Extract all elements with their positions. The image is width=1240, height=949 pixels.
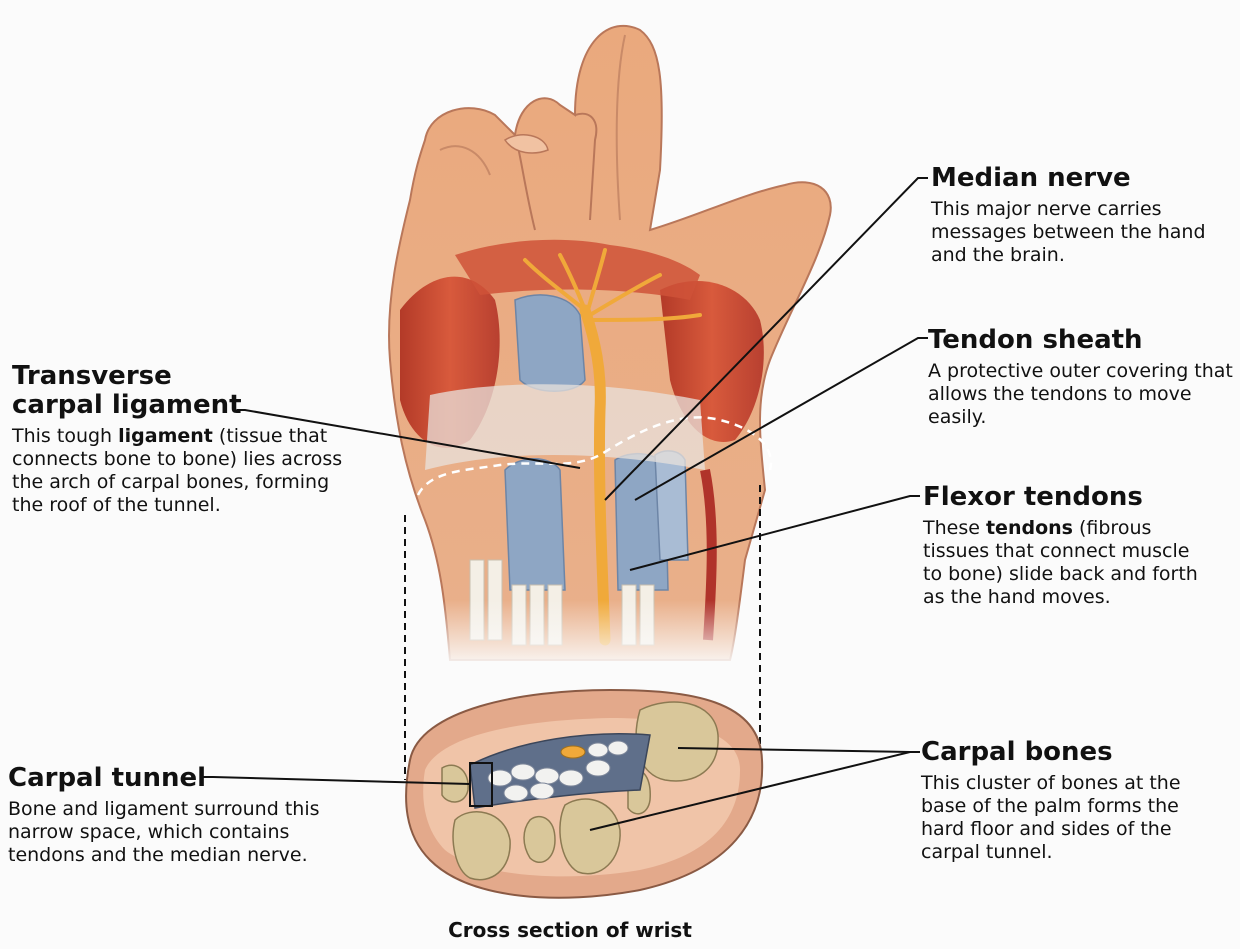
carpal-bones-desc: This cluster of bones at the base of the… [921, 772, 1206, 864]
carpal-bones-title: Carpal bones [921, 738, 1221, 767]
label-median-nerve: Median nerve This major nerve carries me… [931, 164, 1231, 267]
tendon-sheath-title: Tendon sheath [928, 326, 1233, 355]
ligament-desc-pre: This tough [12, 425, 118, 447]
flexor-tendons-desc: These tendons (fibrous tissues that conn… [923, 517, 1203, 609]
label-tendon-sheath: Tendon sheath A protective outer coverin… [928, 326, 1233, 429]
label-carpal-tunnel: Carpal tunnel Bone and ligament surround… [8, 764, 338, 867]
carpal-tunnel-desc: Bone and ligament surround this narrow s… [8, 798, 333, 867]
tendon-sheath-desc: A protective outer covering that allows … [928, 360, 1233, 429]
flexor-tendons-title: Flexor tendons [923, 483, 1223, 512]
wrist-cross-section [406, 690, 762, 898]
carpal-tunnel-title: Carpal tunnel [8, 764, 338, 793]
label-flexor-tendons: Flexor tendons These tendons (fibrous ti… [923, 483, 1223, 609]
transverse-ligament-title-2: carpal ligament [12, 391, 352, 420]
flexor-desc-pre: These [923, 517, 986, 539]
flexor-desc-bold: tendons [986, 517, 1073, 539]
label-transverse-ligament: Transverse carpal ligament This tough li… [12, 362, 352, 517]
ligament-desc-bold: ligament [118, 425, 213, 447]
cross-section-caption: Cross section of wrist [420, 918, 720, 942]
label-carpal-bones: Carpal bones This cluster of bones at th… [921, 738, 1221, 864]
hand-shape [389, 26, 831, 670]
median-nerve-title: Median nerve [931, 164, 1231, 193]
transverse-ligament-title-1: Transverse [12, 362, 352, 391]
median-nerve-desc: This major nerve carries messages betwee… [931, 198, 1211, 267]
transverse-ligament-desc: This tough ligament (tissue that connect… [12, 425, 347, 517]
